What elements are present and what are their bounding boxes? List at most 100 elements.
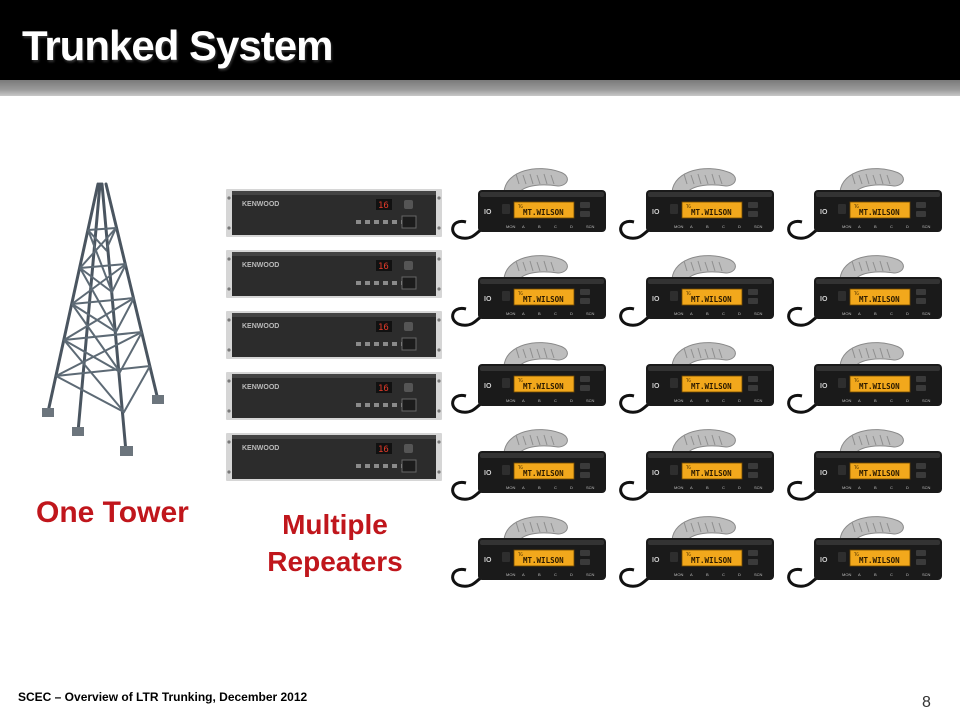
radio-key-label: MON	[674, 572, 683, 577]
radio-key-label: D	[738, 311, 741, 316]
radio-key-label: MON	[674, 485, 683, 490]
radio-key-label: D	[570, 224, 573, 229]
radio-key-label: A	[690, 224, 693, 229]
radio-key-label: SCN	[922, 224, 931, 229]
radio-brand: IO	[652, 557, 660, 564]
radio-key-label: C	[554, 224, 557, 229]
radio-key-label: SCN	[586, 485, 595, 490]
radio-key-label: A	[858, 224, 861, 229]
radio-lcd-text: MT.WILSON	[859, 208, 900, 217]
repeater-channel-display: 16	[378, 262, 389, 272]
radio-key-label: MON	[674, 224, 683, 229]
radio-brand: IO	[484, 470, 492, 477]
radio-lcd-indicator: TG	[518, 465, 523, 470]
radio-key-label: C	[722, 224, 725, 229]
radio-key-label: B	[874, 398, 877, 403]
radio-key-label: B	[874, 224, 877, 229]
radio-key-label: MON	[506, 485, 515, 490]
radio-key-label: C	[554, 572, 557, 577]
radio-key-label: C	[890, 311, 893, 316]
radio-lcd-indicator: TG	[518, 291, 523, 296]
radio-key-label: SCN	[586, 311, 595, 316]
radio-key-label: MON	[842, 398, 851, 403]
radio-lcd-indicator: TG	[686, 465, 691, 470]
radio-brand: IO	[652, 296, 660, 303]
radio-key-label: A	[522, 224, 525, 229]
radio-key-label: D	[906, 311, 909, 316]
radio-key-label: D	[738, 485, 741, 490]
radio-key-label: SCN	[586, 398, 595, 403]
radio-lcd-text: MT.WILSON	[523, 382, 564, 391]
radio-brand: IO	[652, 470, 660, 477]
radio-lcd-text: MT.WILSON	[691, 382, 732, 391]
radio-key-label: C	[890, 572, 893, 577]
radio-key-label: MON	[506, 224, 515, 229]
radio-key-label: C	[890, 224, 893, 229]
radio-key-label: C	[722, 485, 725, 490]
radio-brand: IO	[484, 557, 492, 564]
radio-key-label: B	[706, 485, 709, 490]
repeater-channel-display: 16	[378, 323, 389, 333]
radio-key-label: D	[906, 572, 909, 577]
radio-key-label: SCN	[922, 311, 931, 316]
radio-lcd-indicator: TG	[686, 291, 691, 296]
repeater-unit: KENWOOD 16	[226, 311, 442, 359]
radio-key-label: B	[538, 485, 541, 490]
radio-lcd-text: MT.WILSON	[691, 295, 732, 304]
radio-key-label: MON	[674, 398, 683, 403]
radio-lcd-indicator: TG	[686, 204, 691, 209]
radio-lcd-indicator: TG	[854, 204, 859, 209]
repeater-channel-display: 16	[378, 201, 389, 211]
radio-key-label: A	[522, 311, 525, 316]
radio-key-label: MON	[674, 311, 683, 316]
radio-key-label: C	[554, 485, 557, 490]
radio-key-label: A	[522, 398, 525, 403]
radio-key-label: B	[874, 485, 877, 490]
radio-key-label: D	[738, 572, 741, 577]
radio-key-label: D	[570, 311, 573, 316]
slide-title: Trunked System	[22, 22, 333, 69]
radio-key-label: SCN	[754, 485, 763, 490]
radio-lcd-text: MT.WILSON	[859, 295, 900, 304]
radio-key-label: MON	[506, 572, 515, 577]
radio-key-label: MON	[842, 311, 851, 316]
radio-brand: IO	[652, 383, 660, 390]
radio-lcd-indicator: TG	[518, 552, 523, 557]
radio-key-label: A	[522, 572, 525, 577]
radio-key-label: SCN	[754, 398, 763, 403]
radio-key-label: C	[722, 398, 725, 403]
radio-key-label: SCN	[922, 572, 931, 577]
radio-key-label: C	[554, 398, 557, 403]
radio-brand: IO	[484, 383, 492, 390]
radio-key-label: A	[858, 398, 861, 403]
radio-key-label: A	[858, 311, 861, 316]
radio-key-label: SCN	[922, 485, 931, 490]
radio-key-label: A	[690, 485, 693, 490]
radio-lcd-indicator: TG	[518, 378, 523, 383]
radio-lcd-indicator: TG	[518, 204, 523, 209]
radio-key-label: B	[538, 398, 541, 403]
radio-key-label: D	[570, 572, 573, 577]
radio-key-label: C	[722, 311, 725, 316]
radio-key-label: A	[690, 572, 693, 577]
radio-key-label: A	[522, 485, 525, 490]
repeater-brand: KENWOOD	[242, 323, 279, 330]
repeater-brand: KENWOOD	[242, 201, 279, 208]
radio-lcd-text: MT.WILSON	[523, 556, 564, 565]
repeater-brand: KENWOOD	[242, 262, 279, 269]
radio-key-label: B	[706, 311, 709, 316]
radio-key-label: B	[538, 572, 541, 577]
radio-key-label: MON	[506, 398, 515, 403]
repeater-unit: KENWOOD 16	[226, 189, 442, 237]
